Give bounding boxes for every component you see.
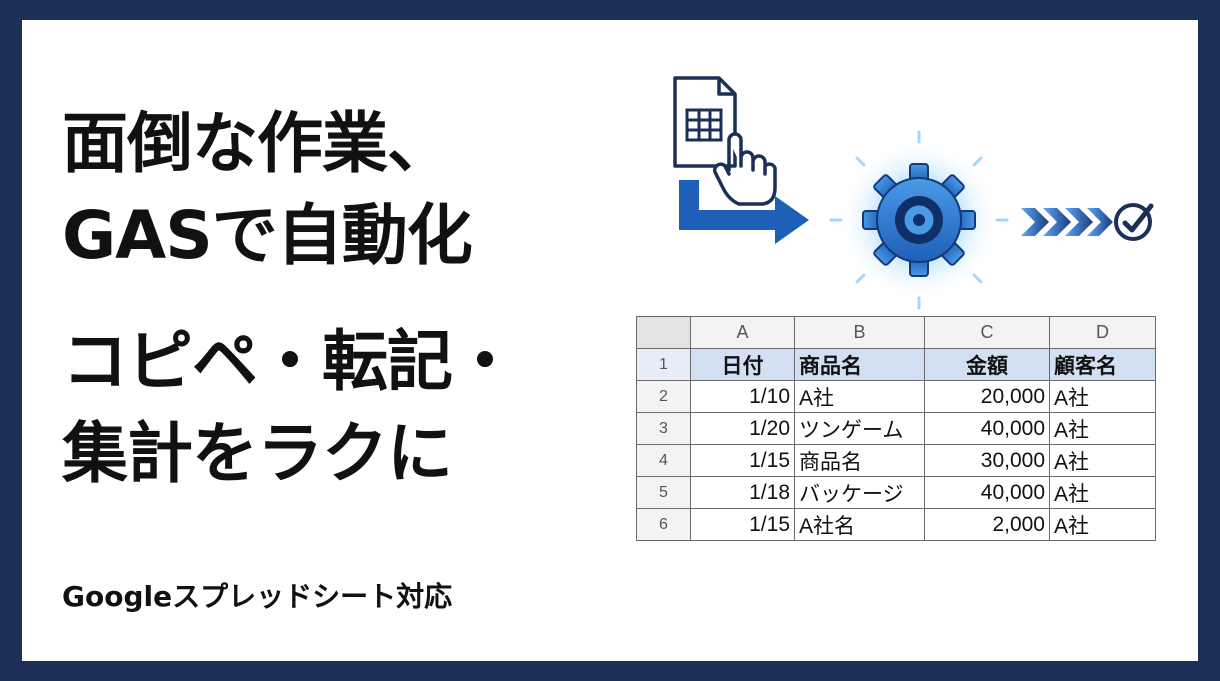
chevrons-right-icon [1021,208,1113,236]
header-cell-amount: 金額 [924,348,1050,381]
header-cell-date: 日付 [690,348,795,381]
column-header-row: A B C D [636,316,1156,349]
check-circle-icon [1114,203,1154,241]
footer-note: Googleスプレッドシート対応 [62,580,453,613]
header-cell-customer: 顧客名 [1049,348,1156,381]
corner-cell [636,316,691,349]
automation-illustration [673,76,1154,310]
column-header-a: A [690,316,795,349]
headline-line-4: 集計をラクに [62,415,453,492]
table-row: 3 1/20 ツンゲーム 40,000 A社 [636,412,1156,445]
headline-line-1: 面倒な作業、 [62,105,453,182]
headline-top: 面倒な作業、 GASで自動化 [62,98,473,282]
arrow-right-icon [679,180,809,244]
cell-amount: 40,000 [924,412,1050,445]
gear-icon [829,130,1009,310]
headline-line-2: GASで自動化 [62,197,473,274]
row-number: 1 [636,348,691,381]
cell-amount: 20,000 [924,380,1050,413]
row-number: 3 [636,412,691,445]
table-row: 2 1/10 A社 20,000 A社 [636,380,1156,413]
cell-date: 1/20 [690,412,795,445]
table-row: 4 1/15 商品名 30,000 A社 [636,444,1156,477]
cell-amount: 30,000 [924,444,1050,477]
cell-amount: 2,000 [924,508,1050,541]
row-number: 4 [636,444,691,477]
column-header-c: C [924,316,1050,349]
cell-amount: 40,000 [924,476,1050,509]
cell-customer: A社 [1049,380,1156,413]
cell-product: ツンゲーム [794,412,925,445]
card: 面倒な作業、 GASで自動化 コピペ・転記・ 集計をラクに Googleスプレッ… [22,20,1198,661]
headline-bottom: コピペ・転記・ 集計をラクに [62,316,518,500]
cell-customer: A社 [1049,412,1156,445]
headline-line-3: コピペ・転記・ [62,323,518,400]
spreadsheet-file-icon [673,76,737,168]
row-number: 2 [636,380,691,413]
column-header-d: D [1049,316,1156,349]
header-cell-product: 商品名 [794,348,925,381]
row-number: 6 [636,508,691,541]
cell-date: 1/15 [690,508,795,541]
column-header-b: B [794,316,925,349]
cell-date: 1/18 [690,476,795,509]
cell-product: バッケージ [794,476,925,509]
cell-date: 1/10 [690,380,795,413]
table-row: 6 1/15 A社名 2,000 A社 [636,508,1156,541]
cell-customer: A社 [1049,476,1156,509]
spreadsheet-table: A B C D 1 日付 商品名 金額 顧客名 2 1/10 A社 20,000… [636,316,1156,541]
cell-product: A社 [794,380,925,413]
cell-product: 商品名 [794,444,925,477]
table-header-row: 1 日付 商品名 金額 顧客名 [636,348,1156,381]
table-row: 5 1/18 バッケージ 40,000 A社 [636,476,1156,509]
row-number: 5 [636,476,691,509]
pointer-hand-icon [712,132,777,206]
cell-customer: A社 [1049,444,1156,477]
cell-product: A社名 [794,508,925,541]
cell-date: 1/15 [690,444,795,477]
cell-customer: A社 [1049,508,1156,541]
